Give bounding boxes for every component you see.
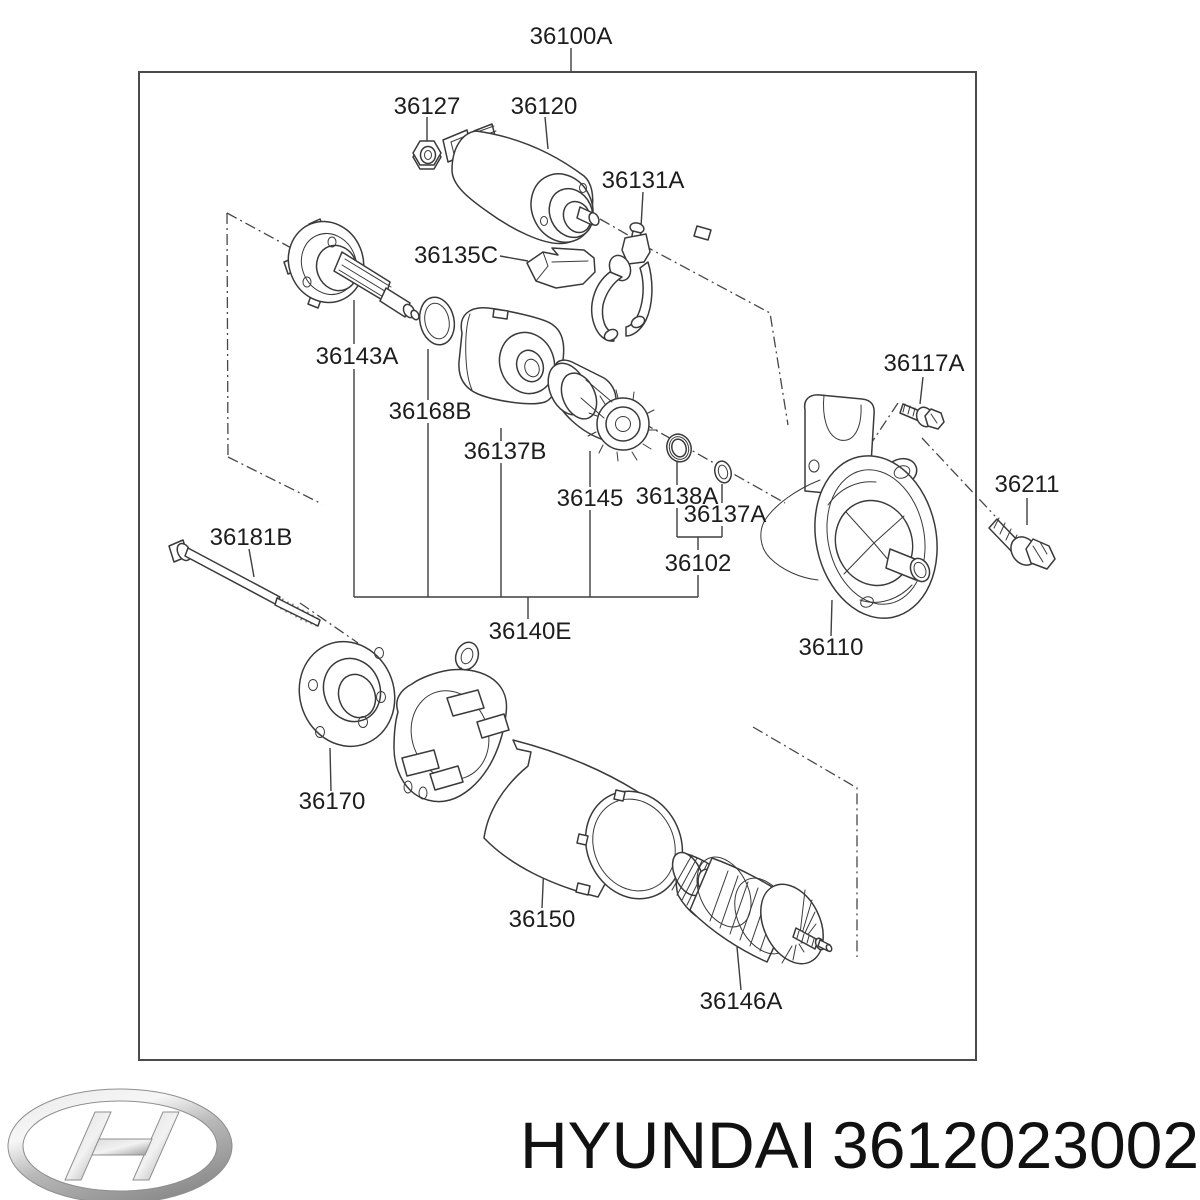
label-36211: 36211 [995, 471, 1060, 498]
footer-brand-text: HYUNDAI [520, 1108, 817, 1182]
part-output-shaft [283, 218, 420, 321]
label-36138A: 36138A [636, 483, 719, 510]
label-36146A: 36146A [700, 988, 783, 1015]
part-solenoid-switch [442, 123, 600, 245]
part-bolt-small [899, 403, 945, 430]
part-overrun-clutch [547, 359, 658, 462]
label-36131A: 36131A [602, 167, 685, 194]
part-bolt-mounting [988, 517, 1056, 570]
label-36102: 36102 [665, 550, 732, 577]
label-36145: 36145 [557, 485, 624, 512]
part-rear-end-plate [298, 640, 396, 748]
part-labels: 36100A 36127 36120 36131A 36135C 36143A … [210, 23, 1060, 1015]
part-brush-holder [393, 641, 510, 803]
part-lever-packing [526, 247, 596, 289]
part-shift-lever-fork [590, 222, 712, 342]
footer-part-number: 3612023002 [832, 1108, 1199, 1182]
label-36110: 36110 [799, 634, 864, 661]
label-36117A: 36117A [884, 350, 965, 377]
part-solenoid-nut [412, 140, 442, 170]
label-36135C: 36135C [414, 242, 498, 269]
label-36137B: 36137B [464, 438, 547, 465]
part-through-bolt [168, 539, 321, 627]
part-snap-ring [714, 460, 732, 484]
label-36168B: 36168B [389, 398, 472, 425]
hyundai-logo [7, 1088, 233, 1200]
diagram-border [138, 71, 977, 1061]
label-36181B: 36181B [210, 524, 293, 551]
logo-oval-ring [7, 1088, 233, 1200]
logo-h-left-bar [64, 1111, 112, 1181]
label-36127: 36127 [394, 93, 461, 120]
label-36150: 36150 [509, 906, 576, 933]
label-36137A: 36137A [684, 501, 767, 528]
part-gear-cover [458, 307, 565, 405]
label-36120: 36120 [511, 93, 578, 120]
footer: HYUNDAI 3612023002 [520, 1108, 1199, 1182]
logo-h-right-bar [132, 1111, 180, 1181]
part-yoke [483, 739, 684, 900]
label-36140E: 36140E [489, 618, 572, 645]
logo-h-crossbar [91, 1138, 153, 1156]
label-36170: 36170 [299, 788, 366, 815]
leader-lines [248, 48, 1028, 991]
part-front-bracket [760, 394, 938, 619]
part-stop-ring [666, 433, 692, 463]
label-36143A: 36143A [316, 343, 399, 370]
axis-lines [226, 212, 996, 957]
label-assembly: 36100A [530, 23, 613, 50]
part-armature [671, 851, 833, 965]
part-o-ring [418, 296, 456, 346]
